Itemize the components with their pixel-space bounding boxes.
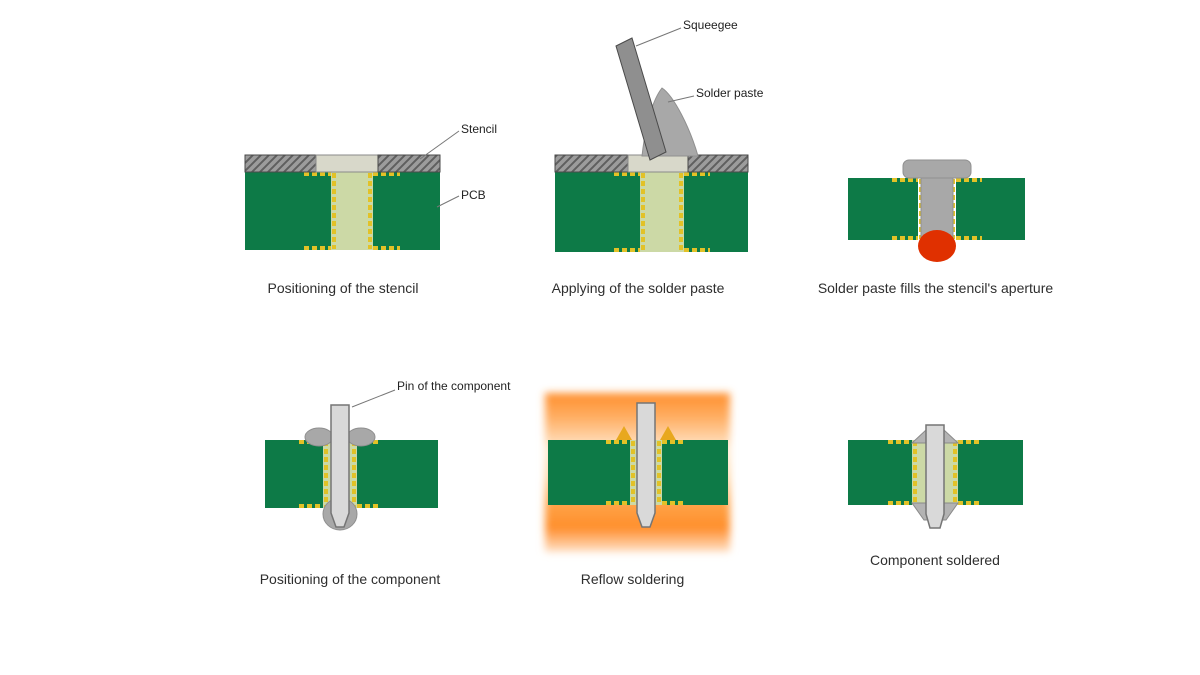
stencil-right (687, 154, 749, 173)
pcb-right (662, 440, 728, 505)
leader-line-pcb (436, 195, 460, 208)
stencil-left (554, 154, 629, 173)
caption-component-positioning: Positioning of the component (259, 571, 441, 587)
solder-paste-cap (902, 159, 972, 179)
solder-ball (918, 230, 956, 262)
paste-mound-right (346, 427, 376, 447)
caption-aperture-filled: Solder paste fills the stencil's apertur… (817, 280, 1054, 296)
label-pin-of-component: Pin of the component (397, 379, 511, 393)
label-pcb: PCB (461, 188, 486, 202)
stencil-right (377, 154, 441, 173)
hole-plating (614, 172, 710, 252)
component-pin (330, 404, 350, 528)
leader-line-stencil (419, 130, 460, 160)
leader-line-solder-paste (667, 95, 695, 103)
panel-component-positioning (265, 404, 438, 531)
panel-reflow-soldering (545, 393, 730, 552)
flux-arrow-right (660, 426, 676, 440)
label-solder-paste: Solder paste (696, 86, 764, 100)
pcb-left (848, 178, 918, 240)
caption-paste-application: Applying of the solder paste (551, 280, 725, 296)
label-stencil: Stencil (461, 122, 498, 136)
panel-solder-paste-application (554, 37, 749, 252)
leader-lines (351, 27, 695, 408)
pcb-right (684, 172, 748, 252)
pcb-left (848, 440, 912, 505)
pcb-right (958, 440, 1023, 505)
stencil-aperture (627, 154, 689, 173)
label-squeegee: Squeegee (683, 18, 738, 32)
caption-component-soldered: Component soldered (870, 552, 1000, 568)
caption-reflow-soldering: Reflow soldering (580, 571, 685, 587)
pcb-left (555, 172, 640, 252)
pcb-right (956, 178, 1025, 240)
panel-component-soldered (848, 424, 1023, 529)
component-pin (636, 402, 656, 528)
paste-mound-left (304, 427, 334, 447)
pcb-left (245, 172, 331, 250)
leader-line-squeegee (635, 27, 682, 47)
panel-stencil-positioning (244, 154, 441, 250)
hole-plating (888, 440, 982, 505)
pcb-right (357, 440, 438, 508)
hole-plating (606, 440, 686, 505)
through-hole (331, 172, 373, 250)
panel-aperture-filled (848, 159, 1025, 262)
through-hole (640, 172, 684, 252)
pcb-right (373, 172, 440, 250)
stencil-left (244, 154, 317, 173)
stencil-aperture (315, 154, 379, 173)
squeegee (615, 37, 667, 161)
leader-line-pin (351, 389, 396, 408)
component-pin (925, 424, 945, 529)
pcb-left (548, 440, 630, 505)
pcb-left (265, 440, 323, 508)
flux-arrow-left (616, 426, 632, 440)
hole-plating (304, 172, 400, 250)
caption-stencil-positioning: Positioning of the stencil (267, 280, 419, 296)
